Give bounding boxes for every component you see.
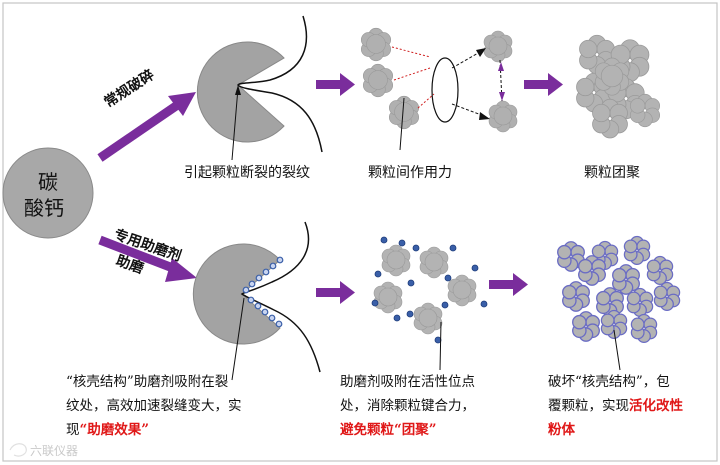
interacting-particles [360, 27, 518, 133]
step3-highlight-b: 粉体 [548, 422, 575, 438]
step1-text: “核壳结构”助磨剂吸附在裂 纹处，高效加速裂缝变大，实 现“助磨效果” [66, 370, 316, 442]
dispersed-particles [373, 244, 477, 335]
source-label-line1: 碳 [38, 170, 58, 194]
additive-dots [371, 236, 488, 344]
step1-line3: 现“助磨效果” [66, 418, 316, 442]
step2-line2: 处，消除颗粒键合力， [340, 398, 475, 414]
process-arrows [316, 73, 563, 304]
cracked-particle-bottom [192, 221, 321, 381]
step2-line1: 助磨剂吸附在活性位点 [340, 374, 475, 390]
step2-text: 助磨剂吸附在活性位点 处，消除颗粒键合力， 避免颗粒“团聚” [340, 370, 500, 442]
source-label: 碳 [30, 170, 66, 194]
step3-text: 破坏“核壳结构”，包 覆颗粒，实现活化改性 粉体 [548, 370, 714, 442]
step2-highlight: 避免颗粒“团聚” [340, 422, 437, 438]
force-caption: 颗粒间作用力 [368, 165, 452, 181]
agglomerate-cluster [575, 34, 661, 139]
step3-line2-prefix: 覆颗粒，实现 [548, 398, 629, 414]
step3-highlight-a: 活化改性 [629, 398, 683, 414]
conventional-arrow [97, 92, 196, 162]
coated-particles [557, 235, 681, 344]
step1-line2: 纹处，高效加速裂缝变大，实 [66, 398, 242, 414]
cracked-particle-top [196, 15, 323, 161]
step3-pointer [613, 329, 621, 371]
step1-line3-prefix: 现 [66, 422, 80, 438]
calcium-carbonate-particle [2, 147, 94, 239]
watermark: 六联仪器 [30, 444, 79, 458]
step2-pointer [439, 321, 442, 371]
step3-line2: 覆颗粒，实现活化改性 [548, 394, 714, 418]
step1-line1: “核壳结构”助磨剂吸附在裂 [66, 374, 229, 390]
step3-line1: 破坏“核壳结构”，包 [548, 374, 670, 390]
watermark-logo [9, 443, 27, 457]
grinding-aid-arrow [98, 235, 197, 282]
agglomeration-caption: 颗粒团聚 [584, 165, 640, 181]
step1-highlight: “助磨效果” [79, 422, 150, 438]
crack-caption: 引起颗粒断裂的裂纹 [184, 165, 310, 181]
force-lines [391, 46, 505, 151]
source-label-line2: 酸钙 [24, 196, 64, 220]
